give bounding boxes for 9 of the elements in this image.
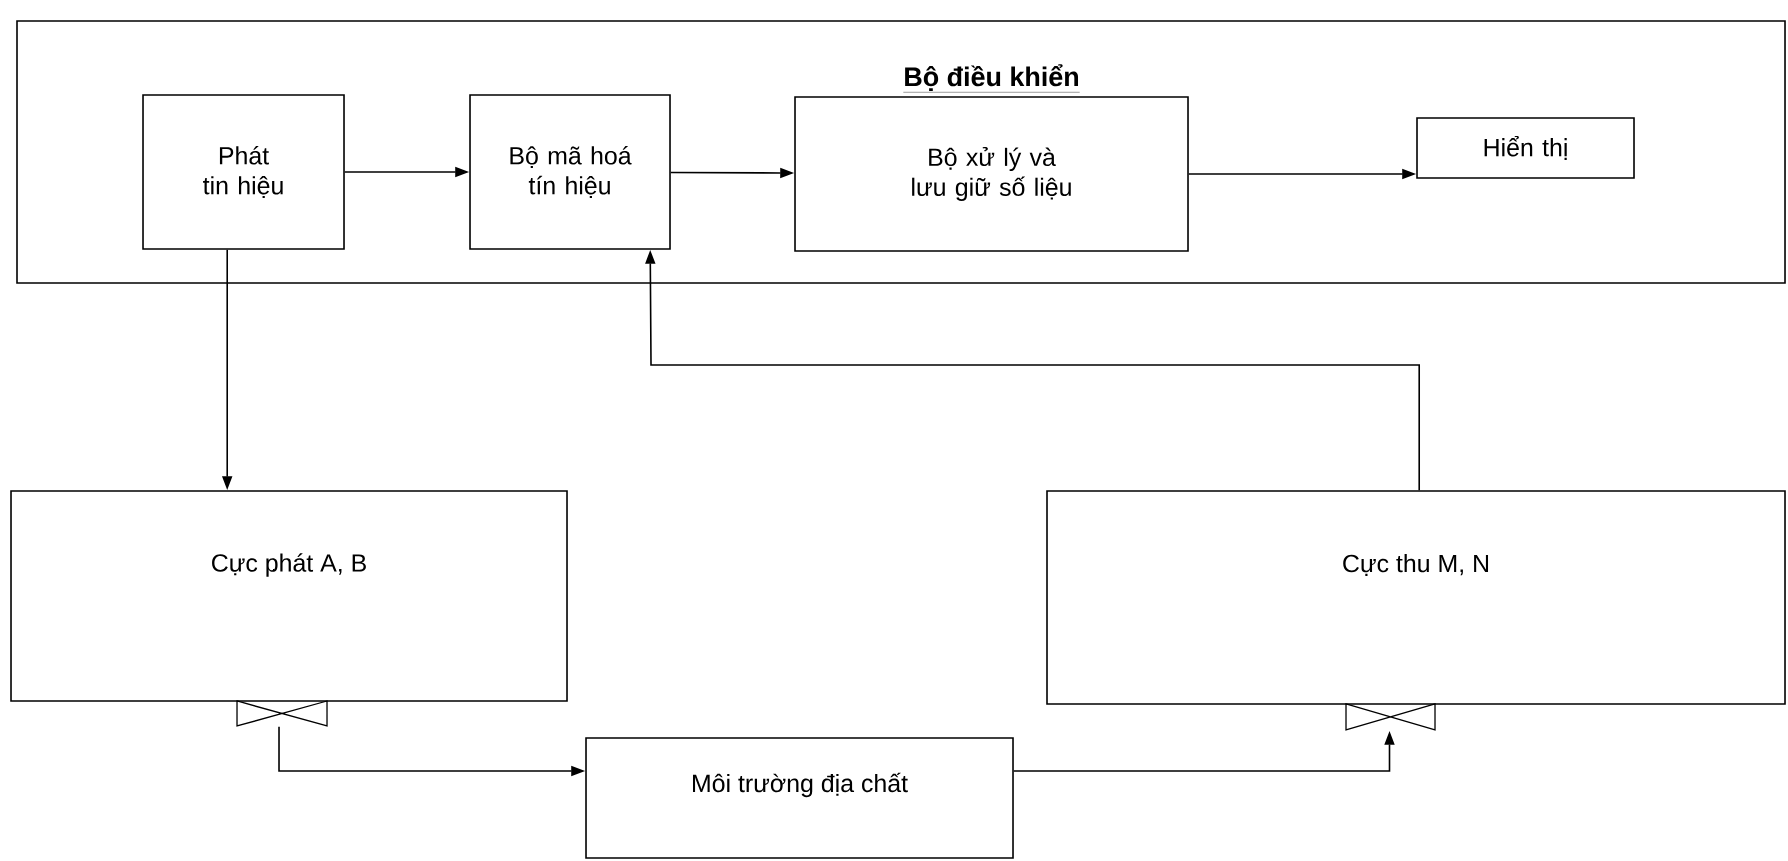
valve-symbol bbox=[1345, 703, 1436, 731]
process-box: Bộ mã hoá tín hiệu bbox=[469, 94, 671, 250]
valve-symbol bbox=[236, 700, 328, 727]
process-box: Cực thu M, N bbox=[1046, 490, 1786, 705]
process-box: Cực phát A, B bbox=[10, 490, 568, 702]
process-box: Hiển thị bbox=[1416, 117, 1635, 179]
process-box: Phát tin hiệu bbox=[142, 94, 345, 250]
process-box: Môi trường địa chất bbox=[585, 737, 1014, 859]
process-box: Bộ xử lý và lưu giữ số liệu bbox=[794, 96, 1189, 252]
